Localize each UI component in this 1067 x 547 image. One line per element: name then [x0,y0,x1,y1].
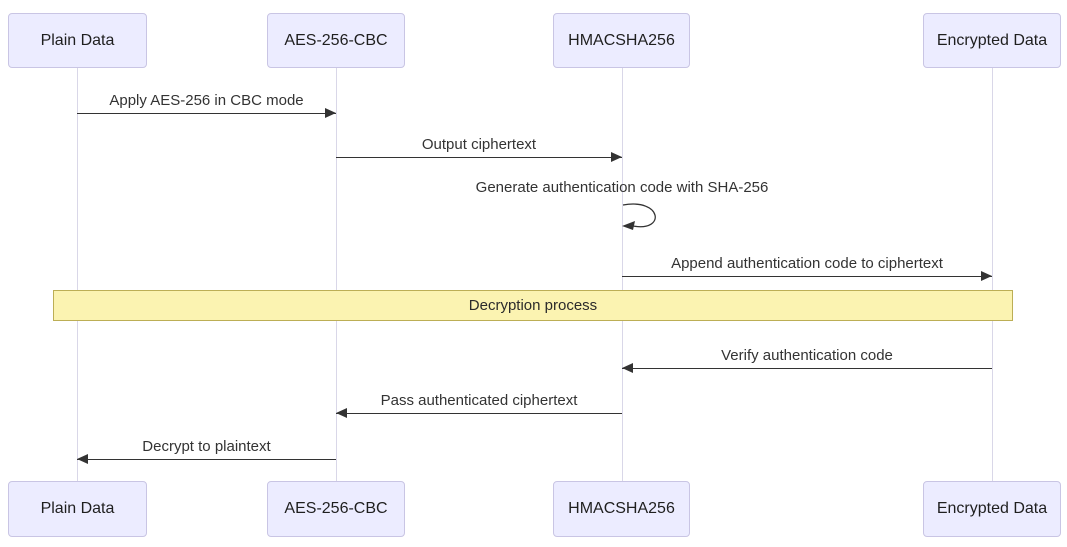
message-apply-aes-256: Apply AES-256 in CBC mode [77,92,336,118]
arrowhead-icon [981,271,992,281]
actor-top-aes-256-cbc: AES-256-CBC [267,13,405,68]
lifeline-aes-256-cbc [336,68,337,482]
arrow-left-icon [336,408,622,418]
message-label: Decrypt to plaintext [142,438,271,455]
message-label: Append authentication code to ciphertext [671,255,943,272]
lifeline-plain-data [77,68,78,482]
lifeline-encrypted-data [992,68,993,482]
self-loop-arrow-icon [622,203,656,230]
actor-bottom-hmacsha256: HMACSHA256 [553,481,690,537]
arrowhead-icon [336,408,347,418]
arrowhead-icon [611,152,622,162]
message-append-auth-code: Append authentication code to ciphertext [622,255,992,281]
message-decrypt-to-plaintext: Decrypt to plaintext [77,438,336,464]
message-verify-auth-code: Verify authentication code [622,347,992,373]
arrow-right-icon [77,108,336,118]
actor-top-plain-data: Plain Data [8,13,147,68]
actor-label: Encrypted Data [936,31,1048,49]
message-label: Pass authenticated ciphertext [380,392,578,409]
lifeline-hmacsha256 [622,68,623,482]
message-pass-authenticated-ciphertext: Pass authenticated ciphertext [336,392,622,418]
actor-label: Encrypted Data [936,500,1048,517]
actor-bottom-plain-data: Plain Data [8,481,147,537]
actor-top-encrypted-data: Encrypted Data [923,13,1061,68]
message-label: Generate authentication code with SHA-25… [475,179,769,196]
actor-label: Plain Data [40,500,115,517]
actor-label: HMACSHA256 [568,500,675,517]
message-label: Verify authentication code [721,347,893,364]
actor-label: Plain Data [40,31,115,49]
actor-label: AES-256-CBC [284,500,388,517]
arrow-left-icon [77,454,336,464]
message-generate-auth-code: Generate authentication code with SHA-25… [422,179,822,197]
arrow-right-icon [622,271,992,281]
arrowhead-icon [77,454,88,464]
arrow-right-icon [336,152,622,162]
arrowhead-icon [325,108,336,118]
arrowhead-icon [622,363,633,373]
actor-label: AES-256-CBC [284,31,388,49]
note-label: Decryption process [468,297,598,314]
actor-bottom-aes-256-cbc: AES-256-CBC [267,481,405,537]
actor-label: HMACSHA256 [568,31,675,49]
message-output-ciphertext: Output ciphertext [336,136,622,162]
message-label: Output ciphertext [421,136,537,153]
note-decryption-process: Decryption process [53,290,1013,321]
actor-bottom-encrypted-data: Encrypted Data [923,481,1061,537]
arrow-left-icon [622,363,992,373]
message-label: Apply AES-256 in CBC mode [109,92,304,109]
actor-top-hmacsha256: HMACSHA256 [553,13,690,68]
